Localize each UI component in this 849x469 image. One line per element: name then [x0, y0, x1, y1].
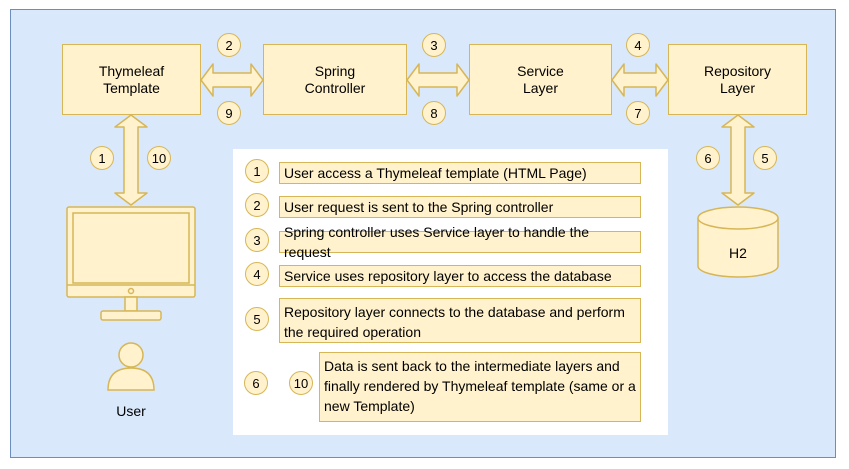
service-layer-box: Service Layer	[469, 44, 612, 115]
legend-badge-10: 10	[289, 371, 313, 395]
arrow-service-repository	[611, 63, 669, 97]
step-badge-5: 5	[753, 146, 777, 170]
user-label: User	[116, 403, 146, 419]
legend-badge-1: 1	[245, 159, 269, 183]
step-badge-3: 3	[422, 33, 446, 57]
arrow-controller-service	[406, 63, 470, 97]
spring-controller-box: Spring Controller	[263, 44, 407, 115]
legend-text-3: Spring controller uses Service layer to …	[279, 224, 641, 260]
step-badge-8: 8	[422, 101, 446, 125]
step-badge-7: 7	[626, 101, 650, 125]
legend-badge-3: 3	[245, 228, 269, 252]
arrow-repository-db	[721, 114, 755, 206]
step-badge-10: 10	[147, 146, 171, 170]
database-icon	[697, 206, 779, 278]
legend-badge-5: 5	[245, 307, 269, 331]
step-badge-4: 4	[626, 33, 650, 57]
legend-badge-6: 6	[244, 371, 268, 395]
legend-badge-2: 2	[245, 193, 269, 217]
arrow-thymeleaf-controller	[200, 63, 264, 97]
step-badge-1: 1	[90, 146, 114, 170]
thymeleaf-template-box: Thymeleaf Template	[62, 44, 201, 115]
arrow-thymeleaf-user	[114, 114, 148, 206]
step-badge-9: 9	[217, 101, 241, 125]
legend-text-6-10: Data is sent back to the intermediate la…	[319, 352, 641, 422]
legend-text-5: Repository layer connects to the databas…	[279, 298, 641, 343]
step-badge-6: 6	[696, 146, 720, 170]
user-icon	[107, 342, 155, 391]
repository-layer-box: Repository Layer	[668, 44, 807, 115]
step-badge-2: 2	[217, 33, 241, 57]
legend-text-1: User access a Thymeleaf template (HTML P…	[279, 162, 641, 184]
legend-text-2: User request is sent to the Spring contr…	[279, 196, 641, 218]
legend-badge-4: 4	[245, 262, 269, 286]
legend-text-4: Service uses repository layer to access …	[279, 265, 641, 287]
monitor-icon	[66, 206, 196, 321]
db-label: H2	[729, 245, 747, 261]
